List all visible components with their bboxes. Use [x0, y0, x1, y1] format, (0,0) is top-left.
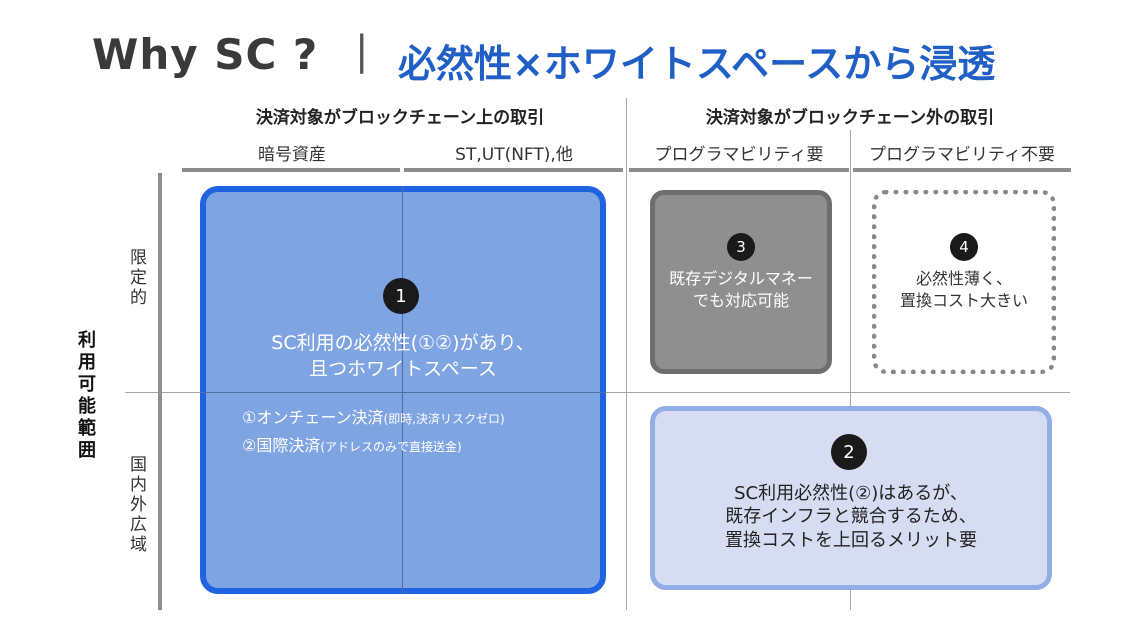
box4-description: 必然性薄く、 置換コスト大きい [877, 268, 1051, 311]
column-group-off-chain: 決済対象がブロックチェーン外の取引 [705, 108, 995, 128]
box3-line2: でも対応可能 [692, 290, 789, 310]
box1-item-1: ①オンチェーン決済(即時,決済リスクゼロ) [242, 404, 505, 428]
row-label-wide: 国内外広域 [126, 455, 146, 555]
quadrant-box-4 [872, 190, 1056, 374]
box2-number-badge: 2 [831, 434, 867, 470]
grid-divider-main [626, 98, 627, 610]
column-header-programmability-required: プログラマビリティ要 [654, 145, 824, 165]
grid-divider-right [850, 130, 851, 610]
row-axis-label: 利用可能範囲 [75, 330, 96, 462]
column-bar-crypto [182, 168, 400, 172]
row-label-limited: 限定的 [126, 248, 146, 308]
box3-description: 既存デジタルマネー でも対応可能 [655, 268, 827, 311]
page-title: Why SC ? [92, 30, 319, 79]
box1-row-divider [200, 392, 606, 393]
box2-description: SC利用必然性(②)はあるが、 既存インフラと競合するため、 置換コストを上回る… [655, 482, 1047, 552]
box1-item2-main: ②国際決済 [242, 436, 321, 455]
box2-line3: 置換コストを上回るメリット要 [725, 529, 977, 551]
quadrant-box-1 [200, 186, 606, 594]
box1-column-divider [402, 186, 403, 594]
box4-line2: 置換コスト大きい [899, 290, 1028, 310]
quadrant-box-2 [650, 406, 1052, 590]
column-header-crypto: 暗号資産 [258, 145, 326, 165]
box2-line1: SC利用必然性(②)はあるが、 [734, 483, 968, 504]
box1-item2-note: (アドレスのみで直接送金) [320, 440, 462, 454]
column-group-on-chain: 決済対象がブロックチェーン上の取引 [255, 108, 545, 128]
box3-number-badge: 3 [727, 233, 755, 261]
box1-item1-note: (即時,決済リスクゼロ) [383, 412, 505, 426]
column-bar-programmability-required [629, 168, 849, 172]
page-subtitle: 必然性×ホワイトスペースから浸透 [398, 42, 996, 86]
column-header-st-ut: ST,UT(NFT),他 [455, 145, 573, 165]
quadrant-box-3 [650, 190, 832, 374]
box1-description: SC利用の必然性(①②)があり、 且つホワイトスペース [205, 331, 601, 382]
column-bar-st-ut [404, 168, 623, 172]
box1-line1: SC利用の必然性(①②)があり、 [271, 332, 535, 354]
title-separator: | [355, 28, 369, 74]
row-axis-bar [158, 173, 162, 610]
column-header-programmability-not-required: プログラマビリティ不要 [869, 145, 1055, 165]
box3-line1: 既存デジタルマネー [669, 269, 813, 288]
box1-line2: 且つホワイトスペース [309, 357, 497, 380]
box1-item-2: ②国際決済(アドレスのみで直接送金) [242, 432, 462, 456]
column-bar-programmability-not-required [853, 168, 1071, 172]
box1-number-badge: 1 [383, 278, 419, 314]
box4-line1: 必然性薄く、 [915, 269, 1012, 288]
box4-number-badge: 4 [950, 233, 978, 261]
box1-item1-main: ①オンチェーン決済 [242, 408, 384, 427]
box2-line2: 既存インフラと競合するため、 [725, 506, 977, 528]
